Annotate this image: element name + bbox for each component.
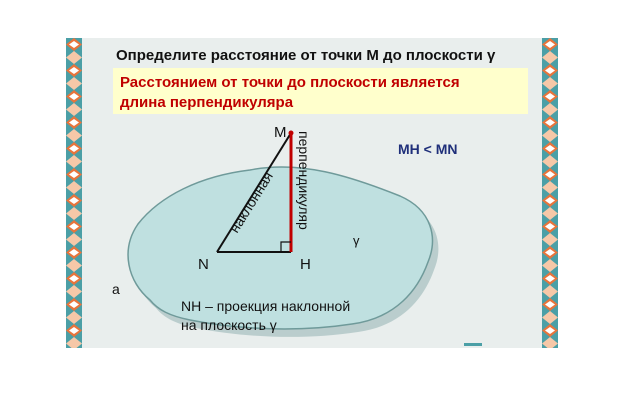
caption-line-2: на плоскость γ — [181, 317, 277, 333]
corner-mark — [464, 343, 482, 346]
caption-line-1: NH – проекция наклонной — [181, 298, 351, 314]
left-decorative-border — [66, 38, 82, 348]
left-border-pattern — [66, 38, 82, 348]
perpendicular-label: перпендикуляр — [296, 131, 312, 230]
slide-title: Определите расстояние от точки М до плос… — [116, 47, 496, 64]
point-label-m: M — [274, 124, 287, 141]
plane-gamma-label: γ — [353, 233, 360, 248]
definition-line-1: Расстоянием от точки до плоскости являет… — [120, 74, 460, 91]
right-decorative-border — [542, 38, 558, 348]
point-label-h: H — [300, 256, 311, 273]
definition-box — [113, 68, 528, 114]
definition-line-2: длина перпендикуляра — [120, 94, 294, 111]
plane-gamma — [127, 166, 434, 330]
point-m-dot — [288, 130, 294, 136]
inclined-line-mn — [216, 132, 292, 253]
right-border-pattern — [542, 38, 558, 348]
right-angle-mark — [280, 241, 291, 252]
plane-alpha-label: a — [112, 281, 120, 297]
comparison-text: MH < MN — [398, 141, 458, 157]
point-label-n: N — [198, 256, 209, 273]
